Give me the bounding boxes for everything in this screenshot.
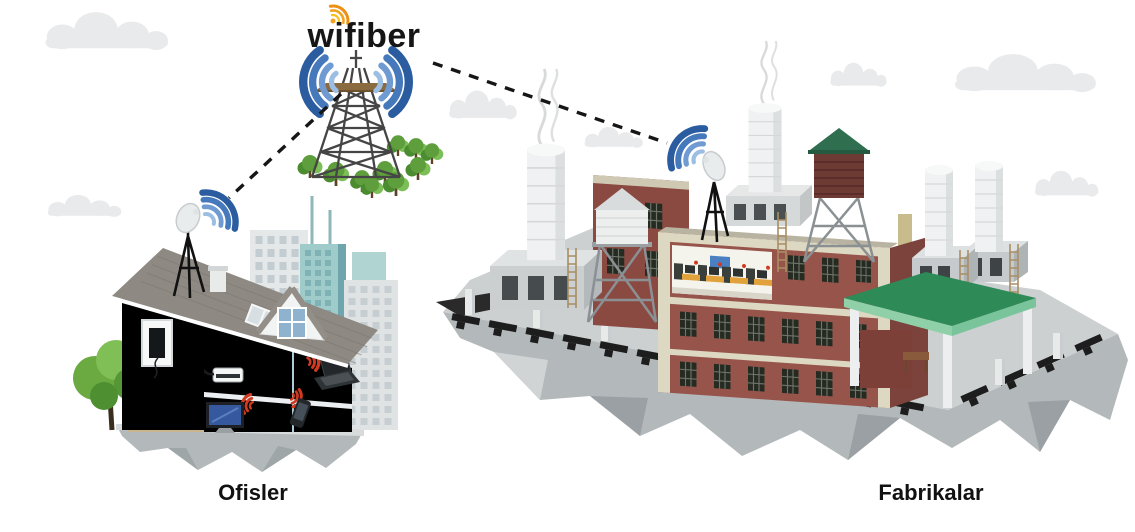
cloud <box>45 12 168 51</box>
wifi-router <box>212 367 244 383</box>
roof-dormer-gable <box>255 286 329 341</box>
chimney <box>208 266 228 292</box>
tower-signal-right-icon <box>376 50 409 114</box>
chimney-smoke <box>537 67 559 148</box>
chimney-smoke <box>760 39 778 106</box>
logo-text: wifiber <box>306 17 420 55</box>
cloud <box>955 54 1096 93</box>
white-water-tower <box>586 188 658 323</box>
tower-signal-left-icon <box>303 50 336 114</box>
factory-chimney <box>526 142 566 261</box>
wifiber-tower <box>303 50 409 179</box>
cloud <box>449 90 517 120</box>
red-water-tank-tower <box>802 128 876 263</box>
factory-antenna <box>700 150 730 243</box>
wall-window <box>141 319 173 379</box>
cloud <box>1034 170 1099 197</box>
wifiber-logo: wifiber <box>306 4 420 55</box>
offices-scene: Ofisler <box>73 184 398 505</box>
factories-scene: Fabrikalar <box>436 39 1128 505</box>
green-canopy-building <box>844 272 1036 408</box>
mobile-phone <box>289 398 311 428</box>
offices-caption: Ofisler <box>218 480 288 505</box>
factory-chimney <box>747 102 783 193</box>
cloud <box>47 194 122 217</box>
office-cutaway <box>672 244 772 300</box>
factory-silo <box>924 164 954 257</box>
cloud <box>830 62 887 87</box>
link-tower-offices <box>227 92 343 200</box>
factories-caption: Fabrikalar <box>878 480 984 505</box>
roof-penthouse <box>726 185 812 226</box>
office-antenna <box>172 202 206 299</box>
link-tower-factories <box>432 61 668 145</box>
wifi-waves-icon <box>328 4 350 26</box>
office-signal-icon <box>193 184 244 237</box>
desktop-monitor <box>206 402 244 433</box>
factory-silo <box>974 160 1004 253</box>
